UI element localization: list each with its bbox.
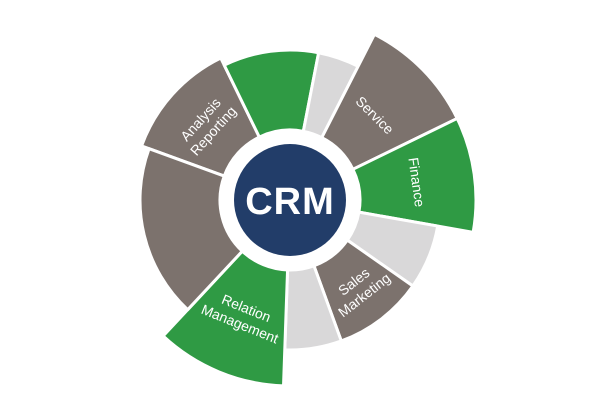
segment-green-top: [222, 48, 321, 139]
segment-label-line: Finance: [405, 156, 428, 208]
segment-relation-management: [161, 249, 290, 388]
segment-label-finance: Finance: [405, 156, 428, 208]
hub-circle: [234, 144, 346, 256]
hub-label: CRM: [245, 181, 335, 223]
segment-service: [320, 32, 459, 171]
segment-analysis-reporting: [140, 56, 261, 178]
segment-finance: [351, 116, 478, 234]
segment-taupe-left: [138, 147, 244, 312]
